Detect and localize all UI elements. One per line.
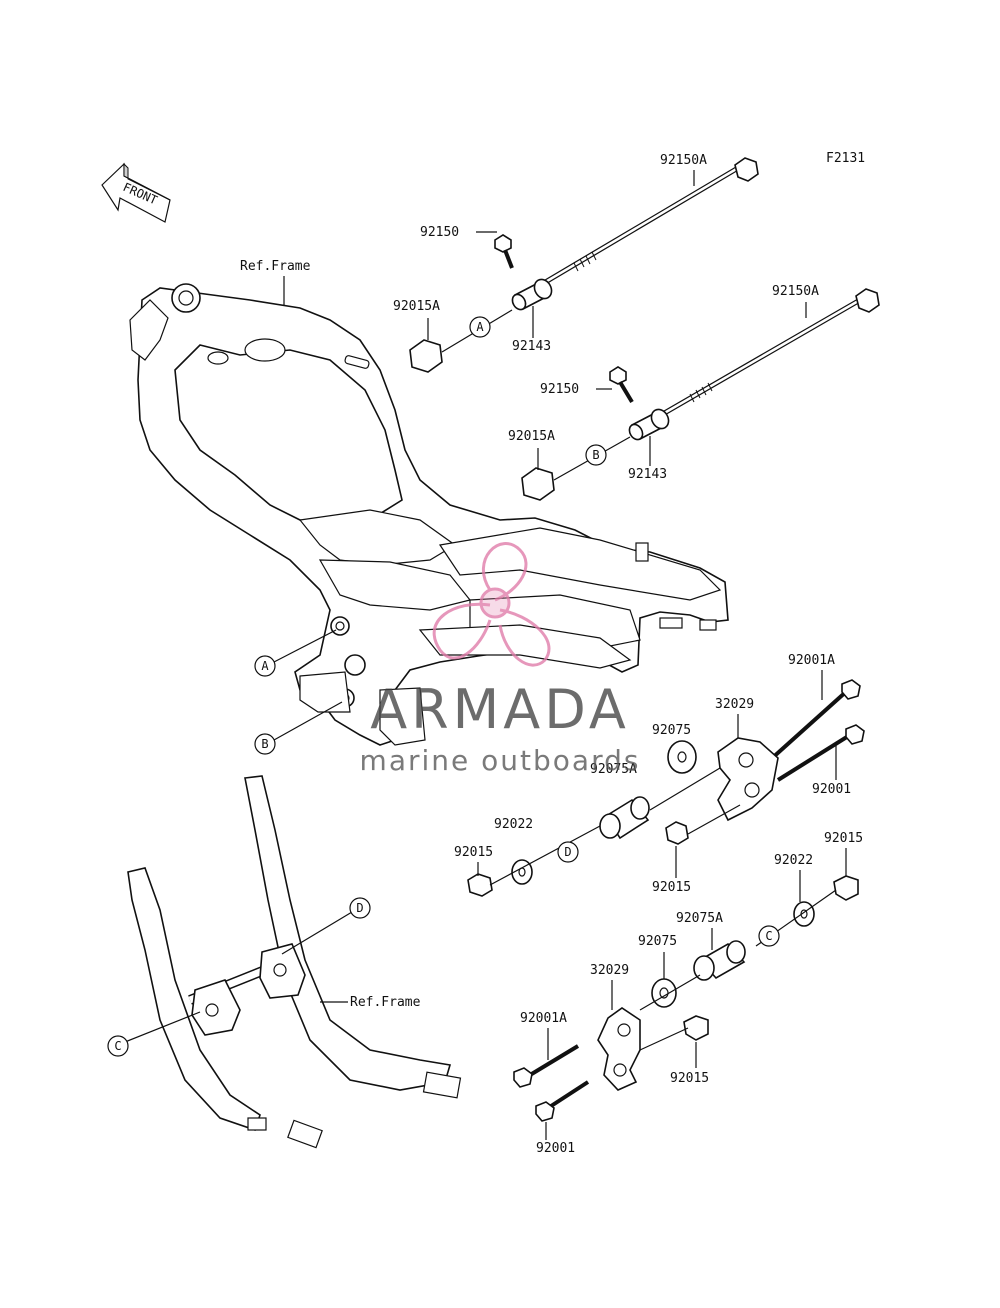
frame-downtube-detail: [127, 775, 462, 1149]
label-92075-right: 92075: [652, 723, 691, 738]
callout-C-right: C: [765, 929, 772, 943]
label-92015-left: 92015: [454, 845, 493, 860]
collar-92143-mid: [628, 408, 670, 441]
label-92143-top: 92143: [512, 339, 551, 354]
callout-circle-C-frame: [107, 1035, 129, 1057]
label-92015-right-mid: 92015: [652, 880, 691, 895]
label-92001-right: 92001: [812, 782, 851, 797]
callout-circle-A-top: [469, 316, 491, 338]
nut-92015A-top: [409, 339, 443, 373]
label-32029-lower: 32029: [590, 963, 629, 978]
bolt-head-92150A-top: [734, 157, 759, 182]
upper-bolt-assembly: A: [409, 157, 759, 373]
watermark-tagline: marine outboards: [360, 744, 641, 777]
front-arrow-icon: FRONT: [101, 162, 171, 223]
label-92075-lower: 92075: [638, 934, 677, 949]
label-92150A-top: 92150A: [660, 153, 707, 168]
label-92022-lower: 92022: [774, 853, 813, 868]
label-92001-lower: 92001: [536, 1141, 575, 1156]
right-upper-mount-assembly: D: [467, 679, 865, 897]
label-92075A-right: 92075A: [590, 762, 637, 777]
callout-circle-B-frame: [254, 733, 276, 755]
bolt-threads-top: [573, 251, 597, 272]
callout-A-frame: A: [261, 659, 269, 673]
ref-frame-label-bottom: Ref.Frame: [350, 995, 421, 1010]
label-92075A-lower: 92075A: [676, 911, 723, 926]
armada-logo-emblem: [432, 542, 551, 667]
bolt-head-92150A-mid: [855, 288, 880, 313]
callout-C-frame: C: [114, 1039, 121, 1053]
callout-circle-D-right: [557, 841, 579, 863]
bolt-threads-mid: [689, 382, 713, 403]
watermark-brand: ARMADA: [370, 678, 630, 741]
label-92015-lower: 92015: [670, 1071, 709, 1086]
callout-D-frame: D: [356, 901, 363, 915]
label-32029-right: 32029: [715, 697, 754, 712]
callout-circle-C-right: [758, 925, 780, 947]
callout-A-top: A: [476, 320, 484, 334]
label-92015A-mid: 92015A: [508, 429, 555, 444]
ref-frame-label-top: Ref.Frame: [240, 259, 311, 274]
label-92015-far-right: 92015: [824, 831, 863, 846]
callout-circle-B-mid: [585, 444, 607, 466]
motorcycle-frame: [129, 283, 729, 746]
label-92150-mid: 92150: [540, 382, 579, 397]
label-92143-mid: 92143: [628, 467, 667, 482]
callout-D-right: D: [564, 845, 571, 859]
label-92022-right: 92022: [494, 817, 533, 832]
small-bolt-92150-top: [494, 234, 514, 269]
label-92150-top: 92150: [420, 225, 459, 240]
label-92015A-top: 92015A: [393, 299, 440, 314]
nut-92015A-mid: [521, 467, 555, 501]
label-92001A-lower: 92001A: [520, 1011, 567, 1026]
callout-circle-D-frame: [349, 897, 371, 919]
diagram-code: F2131: [826, 151, 865, 166]
armada-logo: ARMADA marine outboards: [360, 542, 641, 777]
label-92150A-mid: 92150A: [772, 284, 819, 299]
callout-B-mid: B: [592, 448, 599, 462]
small-bolt-92150-mid: [609, 366, 634, 404]
callout-circle-A-frame: [254, 655, 276, 677]
callout-B-frame: B: [261, 737, 268, 751]
collar-92143-top: [511, 278, 553, 311]
middle-bolt-assembly: B: [521, 288, 880, 501]
label-92001A-right: 92001A: [788, 653, 835, 668]
